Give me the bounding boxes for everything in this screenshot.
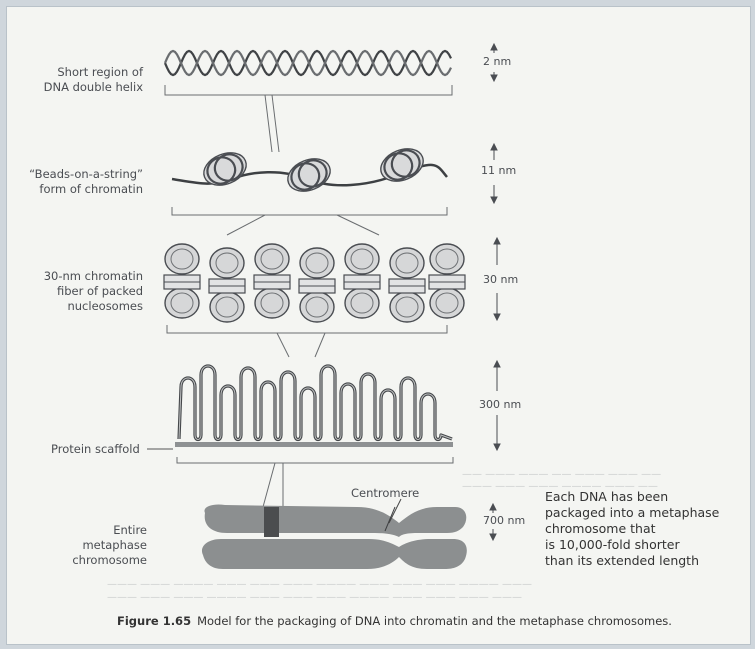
dna-double-helix — [165, 51, 451, 75]
chromosome-label-line3: chromosome — [47, 553, 147, 567]
scale-arrows — [490, 44, 500, 540]
nucleosome — [430, 244, 464, 274]
beads-label-line1: “Beads-on-a-string” — [15, 167, 143, 181]
fiber-label-line1: 30-nm chromatin — [25, 269, 143, 283]
nucleosome — [345, 288, 379, 318]
protein-scaffold-bar — [175, 442, 453, 447]
beads-label-line2: form of chromatin — [15, 182, 143, 196]
chromatin-fiber-30nm — [164, 244, 465, 322]
scale-label-300nm: 300 nm — [479, 398, 521, 411]
connector-lines-1 — [165, 85, 452, 152]
nucleosome — [345, 244, 379, 274]
metaphase-chromosome — [202, 504, 467, 569]
beads-on-a-string — [172, 143, 447, 197]
note-line: Each DNA has been — [545, 489, 719, 505]
scale-label-700nm: 700 nm — [483, 514, 525, 527]
fiber-label-line2: fiber of packed — [25, 284, 143, 298]
note-line: packaged into a metaphase — [545, 505, 719, 521]
scale-label-30nm: 30 nm — [483, 273, 518, 286]
textbook-page: —— ——— ——— —— ——— ——— —— ——— ——— ——— ———… — [6, 6, 751, 645]
nucleosome — [390, 248, 424, 278]
figure-caption: Figure 1.65 Model for the packaging of DN… — [117, 614, 672, 628]
chromosome-label-line1: Entire — [47, 523, 147, 537]
note-line: is 10,000-fold shorter — [545, 537, 719, 553]
dna-helix-label-line1: Short region of — [25, 65, 143, 79]
note-line: than its extended length — [545, 553, 719, 569]
nucleosome — [210, 292, 244, 322]
centromere-block — [264, 507, 279, 537]
protein-scaffold-label: Protein scaffold — [51, 442, 140, 456]
nucleosome — [300, 248, 334, 278]
nucleosome — [300, 292, 334, 322]
nucleosome — [210, 248, 244, 278]
nucleosome — [390, 292, 424, 322]
connector-lines-2 — [172, 207, 447, 235]
nucleosome — [255, 288, 289, 318]
connector-lines-3 — [167, 325, 447, 357]
dna-helix-label-line2: DNA double helix — [25, 80, 143, 94]
scale-label-2nm: 2 nm — [483, 55, 511, 68]
nucleosome — [283, 153, 335, 197]
fiber-label-line3: nucleosomes — [25, 299, 143, 313]
centromere-label: Centromere — [351, 486, 419, 500]
packaging-note: Each DNA has been packaged into a metaph… — [545, 489, 719, 569]
nucleosome — [430, 288, 464, 318]
note-line: chromosome that — [545, 521, 719, 537]
chromosome-label-line2: metaphase — [47, 538, 147, 552]
nucleosome — [165, 244, 199, 274]
nucleosome — [255, 244, 289, 274]
figure-caption-text: Model for the packaging of DNA into chro… — [197, 614, 672, 628]
centromere-pointer — [389, 499, 401, 523]
figure-number: Figure 1.65 — [117, 614, 191, 628]
scale-label-11nm: 11 nm — [481, 164, 516, 177]
looped-domains-300nm — [147, 366, 453, 449]
nucleosome — [165, 288, 199, 318]
